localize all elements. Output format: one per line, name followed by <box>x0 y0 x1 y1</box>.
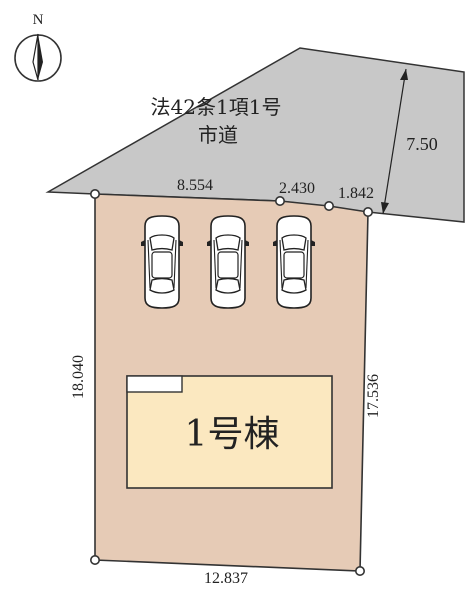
corner-marker <box>323 201 334 212</box>
road-width-dimension <box>381 68 408 215</box>
left-side-length: 18.040 <box>70 355 87 399</box>
bottom-side-length: 12.837 <box>204 570 248 587</box>
corner-marker <box>90 554 101 565</box>
corner-marker <box>354 565 365 576</box>
car-top-view-icon <box>140 215 184 309</box>
corner-marker <box>274 196 285 207</box>
frontage-middle-length: 2.430 <box>279 180 315 197</box>
road-type-label: 市道 <box>198 123 238 147</box>
road-width-label: 7.50 <box>406 134 438 154</box>
car-top-view-icon <box>206 215 250 309</box>
car-top-view-icon <box>272 215 316 309</box>
compass-north-arrow-icon: N <box>14 12 62 82</box>
frontage-left-length: 8.554 <box>177 177 213 194</box>
corner-marker <box>90 189 101 200</box>
road-classification-label: 法42条1項1号 <box>151 95 282 119</box>
compass-letter: N <box>33 12 44 28</box>
building-footprint <box>126 375 333 489</box>
building-annex <box>126 375 183 393</box>
corner-marker <box>362 207 373 218</box>
building-label: 1号棟 <box>185 414 280 455</box>
frontage-right-length: 1.842 <box>338 185 374 202</box>
lot-corner-markers <box>90 189 373 576</box>
right-side-length: 17.536 <box>365 374 382 418</box>
